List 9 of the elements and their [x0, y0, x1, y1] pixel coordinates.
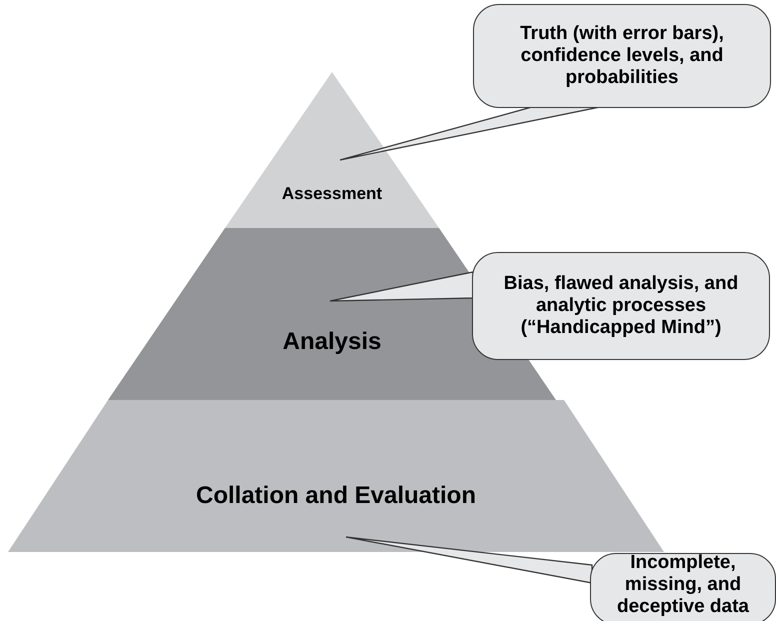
- speech-bubble: [472, 252, 770, 360]
- callout-pointer: [329, 271, 474, 302]
- tier-label: Assessment: [280, 184, 384, 204]
- callout-text: Truth (with error bars), confidence levels, and probabilities: [519, 23, 725, 89]
- tier-label: Collation and Evaluation: [194, 482, 478, 510]
- callout-text: Incomplete, missing, and deceptive data: [616, 552, 750, 618]
- speech-bubble: [590, 553, 776, 621]
- callout-pointer: [345, 536, 593, 584]
- callout-text: Bias, flawed analysis, and analytic processes (“Handicapped Mind”): [502, 273, 740, 339]
